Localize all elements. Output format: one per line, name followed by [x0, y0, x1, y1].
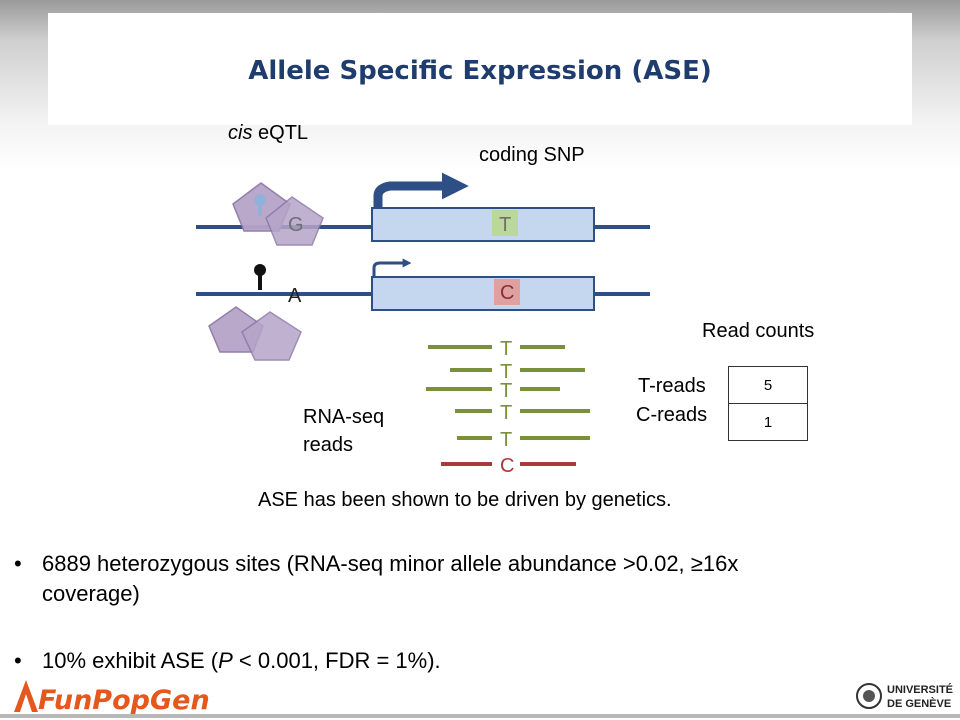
cis-eqtl-label: cis eQTL [228, 122, 308, 145]
bullet-1-line1: 6889 heterozygous sites (RNA-seq minor a… [42, 551, 739, 576]
bullet-2-pre: 10% exhibit ASE ( [42, 648, 219, 673]
slide-title: Allele Specific Expression (ASE) [248, 56, 712, 86]
footer-rule [0, 714, 960, 718]
allele-label-g: G [288, 214, 304, 236]
bullet-dot: • [14, 551, 22, 576]
snp-t-highlight [492, 210, 518, 236]
bullet-2-italic: P [218, 648, 233, 673]
rnaseq-label-line1: RNA-seq [303, 406, 385, 428]
read-letter: T [500, 361, 512, 383]
gene-box-upper [371, 207, 595, 242]
rnaseq-reads: T T T T T C [426, 338, 590, 477]
eqtl-lollipop-head-lower [254, 264, 266, 276]
bullet-dot: • [14, 648, 22, 673]
cis-italic: cis [228, 122, 253, 144]
funpopgen-logo: FunPopGen [14, 680, 210, 716]
slide-header-panel [48, 13, 912, 125]
funpopgen-logo-text: FunPopGen [38, 685, 210, 716]
unige-logo: UNIVERSITÉ DE GENÈVE [856, 683, 953, 710]
read-counts-label: Read counts [702, 320, 815, 342]
diagram-caption: ASE has been shown to be driven by genet… [258, 489, 672, 511]
transcription-arrow-weak [372, 258, 412, 277]
read-letter: T [500, 429, 512, 451]
bullet-2-post: < 0.001, FDR = 1%). [232, 648, 441, 673]
read-letter: T [500, 338, 512, 360]
table-row: 5 [728, 366, 808, 404]
tf-pentagon-upper-2 [265, 196, 324, 246]
snp-c-highlight [494, 279, 520, 305]
unige-seal-inner-icon [863, 690, 875, 702]
eqtl-lollipop-head-upper [254, 194, 266, 206]
snp-label-t: T [499, 214, 511, 236]
t-count-cell: 5 [728, 366, 808, 404]
unige-seal-icon [856, 683, 882, 709]
unige-line1: UNIVERSITÉ [887, 683, 953, 696]
c-count-cell: 1 [728, 403, 808, 441]
funpopgen-a-icon [14, 680, 38, 712]
read-letter: T [500, 402, 512, 424]
read-letter: T [500, 380, 512, 402]
allele-label-a: A [288, 285, 302, 307]
bullet-2-text: 10% exhibit ASE (P < 0.001, FDR = 1%). [42, 647, 441, 674]
rnaseq-label-line2: reads [303, 434, 354, 456]
tf-pentagon-lower-2 [241, 311, 302, 361]
transcription-arrow-strong [373, 172, 469, 208]
bullet-1-line2: coverage) [42, 581, 140, 606]
table-row: 1 [728, 403, 808, 441]
c-reads-label: C-reads [636, 404, 708, 426]
gene-box-lower [371, 276, 595, 311]
t-reads-label: T-reads [638, 375, 706, 397]
snp-label-c: C [500, 282, 514, 304]
coding-snp-label: coding SNP [479, 144, 585, 166]
eqtl-text: eQTL [252, 122, 309, 144]
unige-line2: DE GENÈVE [887, 697, 951, 710]
read-letter: C [500, 455, 514, 477]
read-counts-table: 5 1 [728, 366, 808, 441]
